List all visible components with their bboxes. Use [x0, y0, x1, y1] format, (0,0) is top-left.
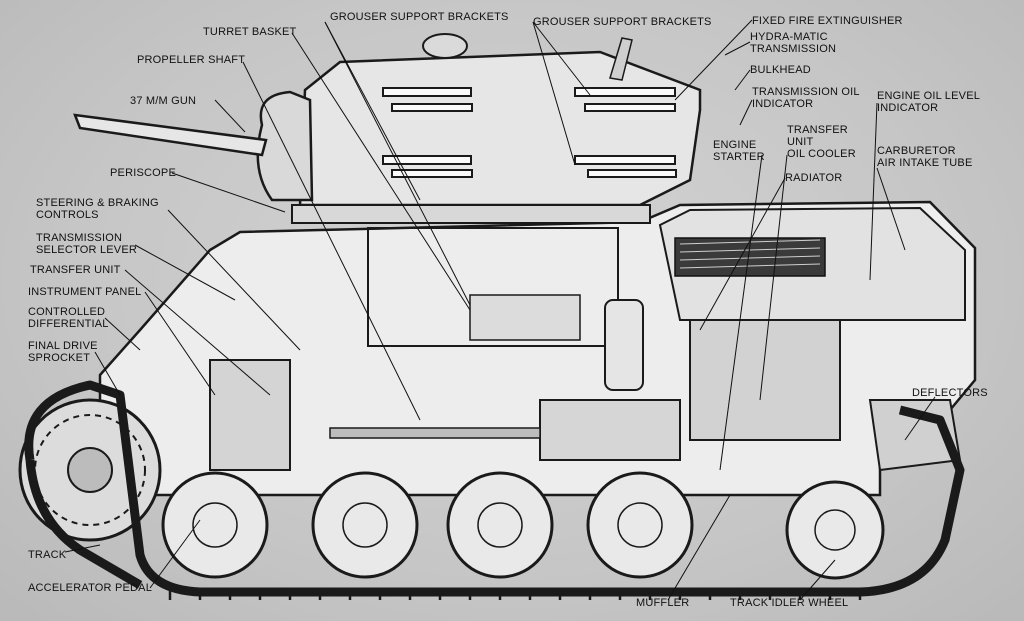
turret-outline: [298, 50, 702, 207]
track-links: [168, 588, 862, 600]
differential-housing: [209, 359, 291, 471]
label-track: TRACK: [28, 549, 67, 561]
engine-block: [689, 319, 841, 441]
gun-barrel: [73, 113, 268, 157]
periscope-head: [609, 37, 633, 81]
turret-ring: [291, 204, 651, 224]
label-transfer-unit-oil-cooler: TRANSFER UNIT OIL COOLER: [787, 124, 856, 160]
label-periscope: PERISCOPE: [110, 167, 176, 179]
propeller-shaft: [329, 427, 541, 439]
label-engine-starter: ENGINE STARTER: [713, 139, 765, 163]
label-grouser-support-brackets-left: GROUSER SUPPORT BRACKETS: [330, 11, 509, 23]
label-37mm-gun: 37 M/M GUN: [130, 95, 197, 107]
label-steering-braking-controls: STEERING & BRAKING CONTROLS: [36, 197, 159, 221]
label-transmission-oil-indicator: TRANSMISSION OIL INDICATOR: [752, 86, 860, 110]
grouser-bracket-slats: [382, 87, 677, 178]
label-muffler: MUFFLER: [636, 597, 690, 609]
label-grouser-support-brackets-right: GROUSER SUPPORT BRACKETS: [533, 16, 712, 28]
road-wheels: [161, 471, 885, 580]
transmission-housing: [539, 399, 681, 461]
label-controlled-differential: CONTROLLED DIFFERENTIAL: [28, 306, 109, 330]
label-bulkhead: BULKHEAD: [750, 64, 811, 76]
fire-extinguisher: [604, 299, 644, 391]
track-loop: [24, 380, 965, 597]
seat: [469, 294, 581, 341]
label-accelerator-pedal: ACCELERATOR PEDAL: [28, 582, 153, 594]
label-turret-basket: TURRET BASKET: [203, 26, 297, 38]
label-propeller-shaft: PROPELLER SHAFT: [137, 54, 246, 66]
label-hydra-matic-transmission: HYDRA-MATIC TRANSMISSION: [750, 31, 837, 55]
label-instrument-panel: INSTRUMENT PANEL: [28, 286, 142, 298]
leader-lines: [64, 19, 936, 601]
turret-basket: [367, 227, 619, 347]
label-carburetor-air-intake-tube: CARBURETOR AIR INTAKE TUBE: [877, 145, 973, 169]
label-transmission-selector-lever: TRANSMISSION SELECTOR LEVER: [36, 232, 138, 256]
label-engine-oil-level-indicator: ENGINE OIL LEVEL INDICATOR: [877, 90, 981, 114]
turret-hatch: [422, 33, 468, 59]
label-deflectors: DEFLECTORS: [912, 387, 988, 399]
label-track-idler-wheel: TRACK IDLER WHEEL: [730, 597, 849, 609]
label-final-drive-sprocket: FINAL DRIVE SPROCKET: [28, 340, 98, 364]
label-transfer-unit: TRANSFER UNIT: [30, 264, 121, 276]
label-radiator: RADIATOR: [785, 172, 843, 184]
label-fixed-fire-extinguisher: FIXED FIRE EXTINGUISHER: [752, 15, 903, 27]
